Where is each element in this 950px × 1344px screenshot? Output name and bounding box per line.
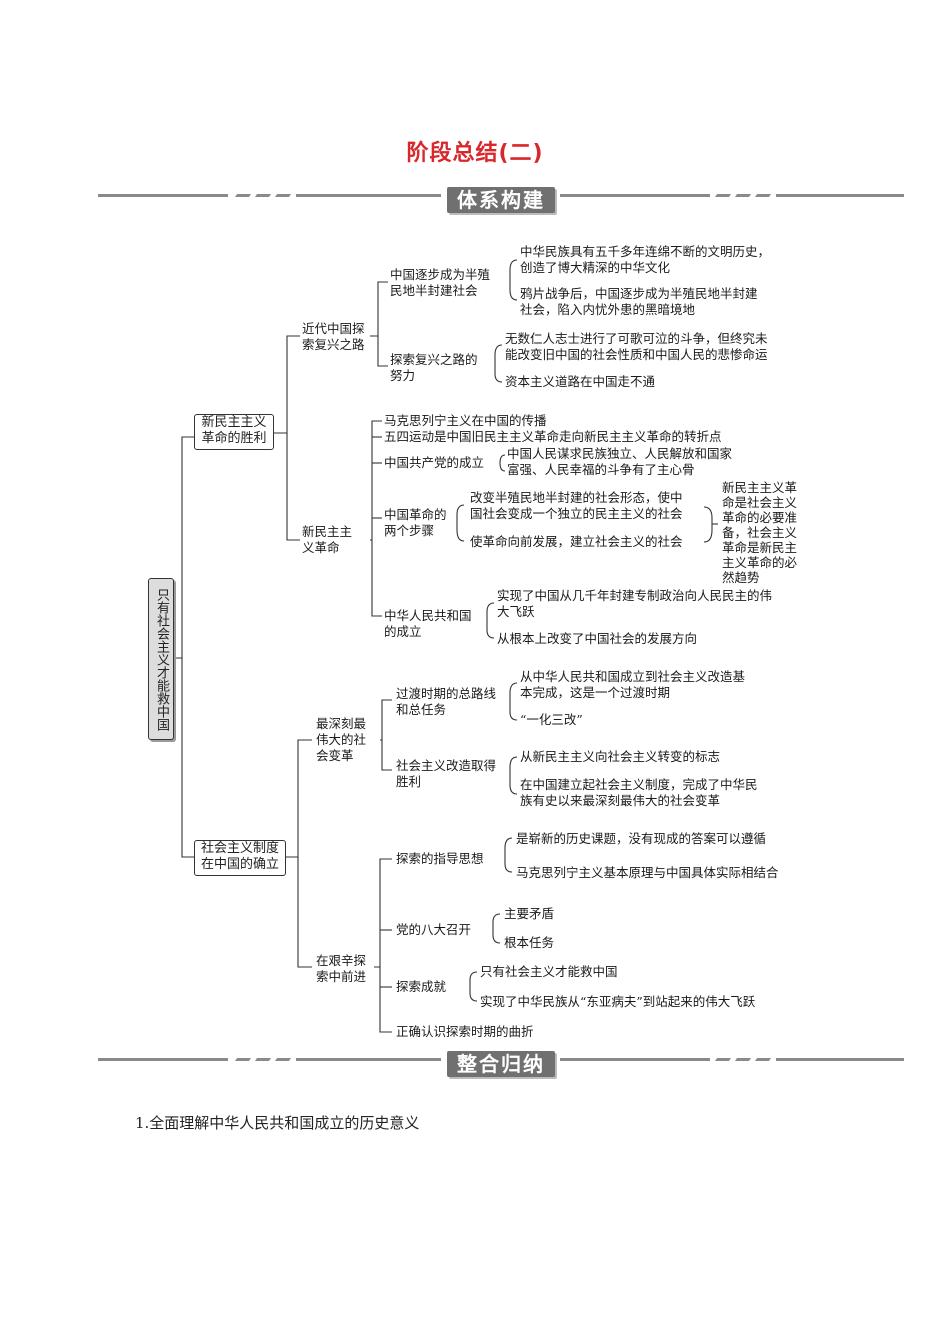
leaf-transition-period: 从中华人民共和国成立到社会主义改造基本完成，这是一个过渡时期 [520, 669, 746, 700]
node-guiding-thought: 探索的指导思想 [396, 851, 484, 866]
node-revival-efforts: 探索复兴之路的努力 [390, 352, 478, 383]
leaf-democracy-leap: 实现了中国从几千年封建专制政治向人民民主的伟大飞跃 [497, 588, 773, 619]
leaf-capitalism-fails: 资本主义道路在中国走不通 [505, 374, 656, 389]
leaf-change-direction: 从根本上改变了中国社会的发展方向 [497, 631, 698, 646]
leaf-one-three: “一化三改” [520, 712, 583, 727]
node-new-democratic-revolution: 新民主主义革命的胜利 [194, 414, 274, 450]
root-node: 只有社会主义才能救中国 [148, 578, 174, 740]
leaf-new-topic: 是崭新的历史课题，没有现成的答案可以遵循 [516, 831, 767, 846]
node-achievements: 探索成就 [396, 979, 447, 994]
leaf-opium-war: 鸦片战争后，中国逐步成为半殖民地半封建社会，陷入内忧外患的黑暗境地 [520, 286, 758, 317]
leaf-cpc-backbone: 中国人民谋求民族独立、人民解放和国家富强、人民幸福的斗争有了主心骨 [507, 446, 733, 477]
node-transformation: 社会主义改造取得胜利 [396, 758, 497, 789]
node-prc-founding: 中华人民共和国的成立 [384, 608, 472, 639]
node-general-line: 过渡时期的总路线和总任务 [396, 686, 497, 717]
leaf-setbacks: 正确认识探索时期的曲折 [396, 1024, 534, 1039]
node-two-steps: 中国革命的两个步骤 [384, 507, 447, 538]
node-greatest-change: 最深刻最伟大的社会变革 [316, 716, 367, 763]
leaf-may-fourth: 五四运动是中国旧民主主义革命走向新民主主义革命的转折点 [384, 429, 722, 444]
leaf-marxism-spread: 马克思列宁主义在中国的传播 [384, 413, 547, 428]
leaf-socialist-established: 在中国建立起社会主义制度，完成了中华民族有史以来最深刻最伟大的社会变革 [520, 777, 758, 808]
leaf-combine-practice: 马克思列宁主义基本原理与中国具体实际相结合 [516, 865, 779, 880]
leaf-turning-sign: 从新民主主义向社会主义转变的标志 [520, 749, 721, 764]
leaf-stand-up: 实现了中华民族从“东亚病夫”到站起来的伟大飞跃 [480, 994, 756, 1009]
point-heading-1: 1.全面理解中华人民共和国成立的历史意义 [135, 1114, 420, 1132]
section-title-summary: 整合归纳 [447, 1051, 555, 1077]
node-eighth-congress: 党的八大召开 [396, 922, 472, 937]
leaf-fundamental-task: 根本任务 [504, 935, 555, 950]
note-inevitable-trend: 新民主主义革 命是社会主义 革命的必要准 备，社会主义 革命是新民主 主义革命的… [722, 480, 798, 585]
node-socialist-system: 社会主义制度在中国的确立 [194, 840, 286, 876]
node-hard-exploration: 在艰辛探索中前进 [316, 953, 367, 984]
leaf-main-contradiction: 主要矛盾 [504, 906, 555, 921]
node-cpc-founding: 中国共产党的成立 [384, 455, 485, 470]
leaf-civilization: 中华民族具有五千多年连绵不断的文明历史，创造了博大精深的中华文化 [520, 244, 771, 275]
node-modern-china-revival: 近代中国探索复兴之路 [302, 321, 365, 352]
node-new-democratic: 新民主主义革命 [302, 524, 353, 555]
section-title-system: 体系构建 [447, 187, 555, 213]
node-semi-colonial: 中国逐步成为半殖民地半封建社会 [390, 267, 491, 298]
leaf-struggle: 无数仁人志士进行了可歌可泣的斗争，但终究未能改变旧中国的社会性质和中国人民的悲惨… [505, 331, 768, 362]
leaf-only-socialism: 只有社会主义才能救中国 [480, 964, 618, 979]
page-title: 阶段总结(二) [406, 141, 544, 166]
leaf-step-one: 改变半殖民地半封建的社会形态，使中国社会变成一个独立的民主主义的社会 [470, 490, 683, 521]
leaf-step-two: 使革命向前发展，建立社会主义的社会 [470, 534, 683, 549]
